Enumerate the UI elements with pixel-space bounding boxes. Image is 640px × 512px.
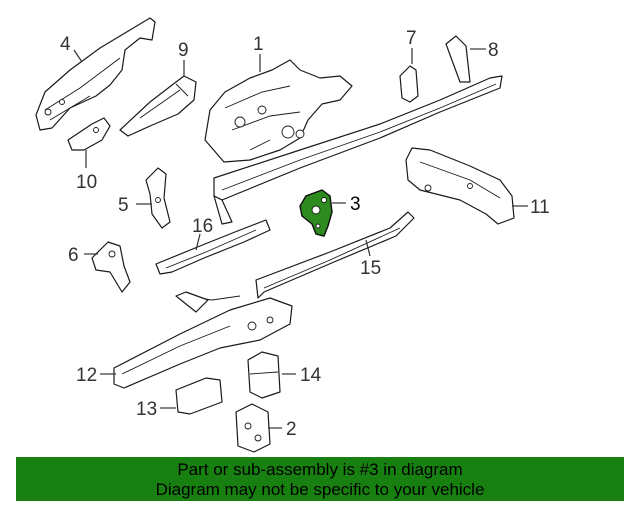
part-3-highlighted-bracket xyxy=(299,189,333,237)
callout-2: 2 xyxy=(286,419,297,440)
part-15-lower-rail xyxy=(255,211,415,299)
upper-rail xyxy=(213,75,503,225)
leader-15 xyxy=(365,239,371,257)
callout-13: 13 xyxy=(136,399,157,420)
part-16-rail xyxy=(155,219,271,275)
leader-16 xyxy=(195,233,201,251)
callout-8: 8 xyxy=(488,40,499,61)
callout-12: 12 xyxy=(76,365,97,386)
callout-16: 16 xyxy=(192,216,213,237)
part-10-bracket xyxy=(67,117,111,151)
part-11-side-member xyxy=(405,147,515,225)
parts-diagram: 1 2 3 4 5 6 7 8 9 10 11 12 13 14 15 16 xyxy=(35,17,550,453)
leader-4 xyxy=(73,49,83,63)
callout-15: 15 xyxy=(360,258,381,279)
callout-5: 5 xyxy=(118,195,129,216)
part-8-bracket xyxy=(445,35,471,83)
part-12-main-rail xyxy=(113,291,293,389)
part-13-plate xyxy=(175,377,223,415)
callout-4: 4 xyxy=(60,34,71,55)
banner-line-2: Diagram may not be specific to your vehi… xyxy=(155,480,485,499)
part-4-fender-apron xyxy=(35,17,156,131)
part-9-bracket xyxy=(119,75,197,137)
banner-line-1: Part or sub-assembly is #3 in diagram xyxy=(177,460,463,479)
part-14-box xyxy=(247,351,281,399)
callout-11: 11 xyxy=(530,197,550,218)
callout-6: 6 xyxy=(68,245,79,266)
part-2-bracket xyxy=(235,403,271,453)
part-5-bracket xyxy=(145,167,171,229)
info-banner: Part or sub-assembly is #3 in diagram Di… xyxy=(16,457,624,501)
part-1-front-structure xyxy=(204,59,353,163)
callout-1: 1 xyxy=(253,34,264,55)
part-6-bracket xyxy=(91,241,131,293)
callout-3: 3 xyxy=(350,194,361,215)
part-7-bracket xyxy=(399,65,419,103)
callout-7: 7 xyxy=(406,28,417,49)
callout-14: 14 xyxy=(300,365,322,386)
callout-9: 9 xyxy=(178,40,189,61)
callout-10: 10 xyxy=(76,172,97,193)
